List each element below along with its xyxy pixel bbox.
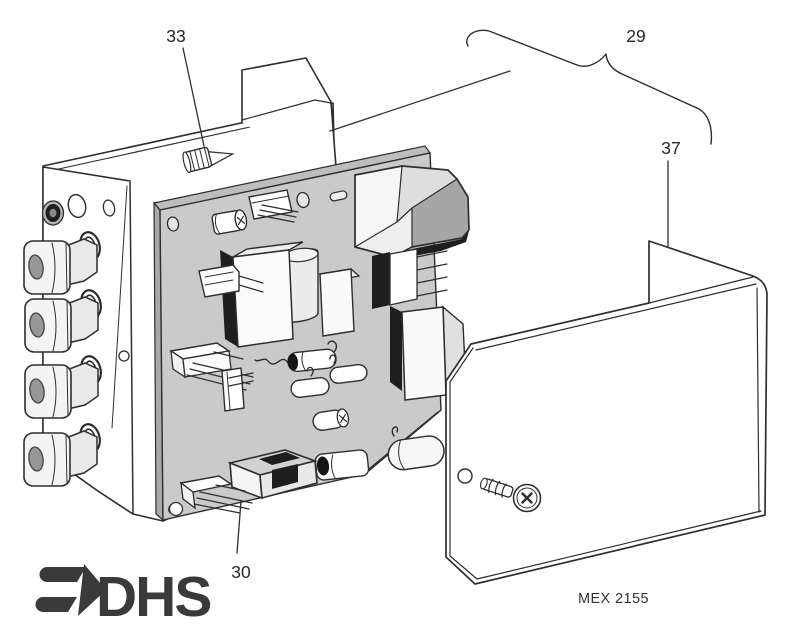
callout-30: 30	[231, 562, 251, 582]
cable-gland-4	[23, 423, 101, 487]
capacitor-pill-large	[387, 426, 445, 471]
callout-37: 37	[661, 138, 680, 158]
connector-mid-left	[198, 264, 264, 298]
film-cap-b	[319, 268, 355, 337]
capacitor-film-group	[220, 241, 361, 348]
connector-right-pins	[416, 250, 448, 297]
tab-fold-line	[241, 99, 332, 121]
transformer	[227, 449, 318, 500]
cable-gland-1	[23, 231, 101, 295]
cover-screw-hole	[457, 468, 473, 484]
connector-top	[248, 189, 299, 223]
callout-33-leader	[182, 47, 205, 147]
chassis-z-fold-tab	[241, 57, 337, 170]
cover-fold-lines	[449, 276, 762, 580]
logo-arrow-icon	[35, 564, 106, 616]
connector-lower-left-pins	[186, 351, 254, 391]
screw-threads	[488, 478, 507, 498]
callouts: 33 29 37 30	[166, 26, 713, 582]
vertical-board	[221, 367, 254, 412]
relay-outline	[354, 165, 470, 258]
callout-29: 29	[626, 26, 645, 46]
relay-block-lower	[390, 305, 467, 401]
drawing-code: MEX 2155	[578, 591, 649, 607]
pcb-hole-bottom-left	[168, 501, 184, 517]
pcb-slot	[329, 190, 348, 202]
panel-screw-hole	[118, 350, 130, 362]
film-cap-a	[232, 249, 294, 348]
callout-29-leader	[329, 70, 511, 132]
axial-diode	[293, 449, 370, 481]
panel-oval-hole-small	[102, 199, 116, 217]
transformer-top-window	[259, 452, 300, 465]
cable-gland-3	[24, 355, 102, 419]
callout-30-leader	[236, 500, 242, 554]
capacitor-cylindrical-small	[312, 408, 350, 431]
round-connector	[41, 200, 65, 226]
panel-oval-hole-large	[67, 193, 87, 219]
dhs-logo: DHS	[35, 564, 212, 629]
connector-right	[372, 248, 448, 309]
mounting-screw	[479, 477, 542, 513]
connector-top-pins	[257, 204, 299, 223]
connector-bottom-left-pins	[193, 484, 253, 514]
pcb-hole-top-mid	[296, 191, 310, 209]
transformer-front-window	[272, 464, 298, 489]
standoff-spacer	[182, 146, 235, 174]
pcb-assembly	[152, 145, 470, 522]
cover-panel	[445, 240, 768, 585]
cable-glands	[23, 231, 102, 487]
cable-gland-2	[24, 289, 102, 353]
pill-capacitors	[290, 354, 368, 398]
phillips-cross-icon	[521, 492, 533, 504]
gland-body	[23, 240, 71, 295]
panel-bend-line	[111, 185, 128, 429]
capacitor-cylindrical-top	[211, 209, 248, 235]
connector-lower-left	[169, 342, 254, 391]
standoff-pin	[207, 151, 235, 167]
pcb-hole-top-left	[166, 216, 180, 232]
callout-33: 33	[166, 26, 185, 46]
connector-bottom-left	[179, 475, 253, 514]
gland-cable-hole	[28, 254, 44, 280]
tab-outline	[241, 57, 337, 168]
logo-text: DHS	[96, 565, 210, 629]
relay-large	[354, 165, 470, 261]
callout-29-brace	[466, 29, 713, 145]
